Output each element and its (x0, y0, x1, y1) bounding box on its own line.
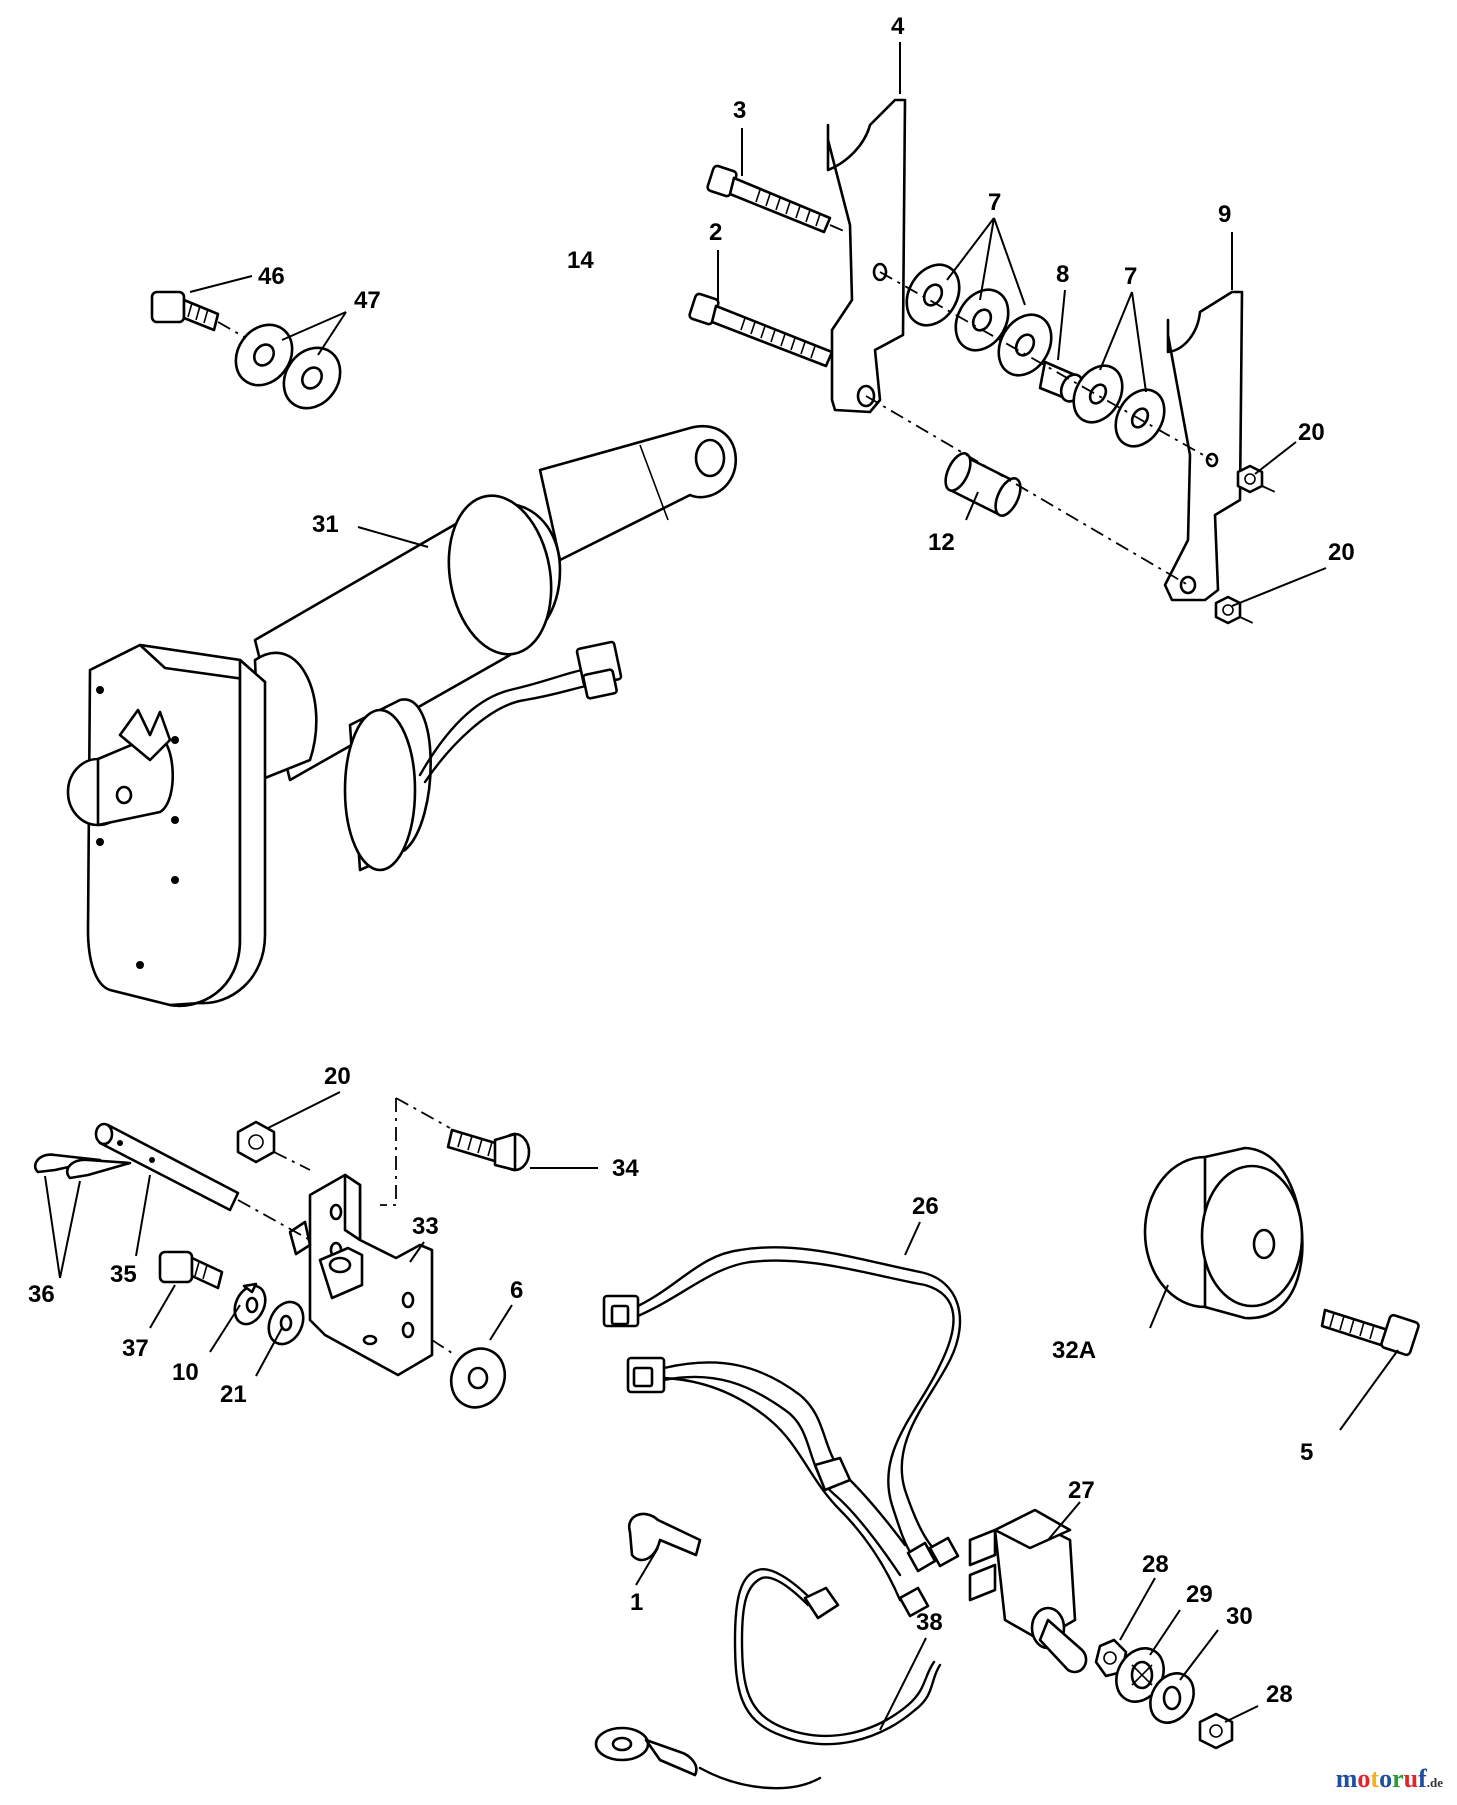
callout-10: 10 (172, 1359, 199, 1386)
wire-harness-26 (602, 1246, 962, 1618)
washer-30 (1149, 1672, 1195, 1724)
washer-21 (267, 1300, 305, 1346)
washers-47 (234, 323, 342, 410)
linear-actuator-31 (66, 425, 738, 1008)
callout-34: 34 (612, 1155, 639, 1182)
toggle-switch-27 (968, 1508, 1088, 1674)
cotter-pins-36 (33, 1153, 132, 1180)
watermark-letter: m (1335, 1764, 1358, 1793)
callout-29: 29 (1186, 1581, 1213, 1608)
callout-30: 30 (1226, 1603, 1253, 1630)
watermark-letter: f (1418, 1764, 1427, 1793)
callout-14: 14 (567, 247, 594, 274)
nut-20-upper (1236, 464, 1264, 494)
watermark-letter: u (1403, 1764, 1419, 1793)
callout-35: 35 (110, 1261, 137, 1288)
callout-20: 20 (1298, 419, 1325, 446)
callout-27: 27 (1068, 1477, 1095, 1504)
centerline-bolt-3 (829, 224, 847, 233)
knob-32a (1143, 1146, 1304, 1320)
spacer-8 (1038, 360, 1085, 403)
callout-8: 8 (1056, 261, 1069, 288)
bolt-34 (446, 1128, 531, 1172)
callout-20: 20 (324, 1063, 351, 1090)
callout-20: 20 (1328, 539, 1355, 566)
nut-20-lower (1214, 595, 1242, 625)
bolt-3 (706, 164, 832, 234)
centerline-bolt-46 (217, 321, 247, 339)
callout-6: 6 (510, 1277, 523, 1304)
callout-3: 3 (733, 97, 746, 124)
bolt-37 (158, 1250, 224, 1290)
callout-26: 26 (912, 1193, 939, 1220)
callout-labels: 4 3 7 9 14 2 8 7 46 47 20 31 12 20 20 34… (28, 13, 1355, 1708)
callout-33: 33 (412, 1213, 439, 1240)
watermark-letter: o (1379, 1764, 1393, 1793)
clip-1 (627, 1512, 702, 1562)
callout-12: 12 (928, 529, 955, 556)
bracket-9-hole-lower (1179, 575, 1197, 595)
watermark-letter: o (1357, 1764, 1371, 1793)
callout-47: 47 (354, 287, 381, 314)
callout-46: 46 (258, 263, 285, 290)
callout-28: 28 (1266, 1681, 1293, 1708)
callout-2: 2 (709, 219, 722, 246)
watermark-suffix: .de (1426, 1775, 1443, 1790)
callout-38: 38 (916, 1609, 943, 1636)
callout-32a: 32A (1052, 1337, 1096, 1364)
bracket-9 (1163, 290, 1244, 602)
callout-28: 28 (1142, 1551, 1169, 1578)
centerline-washers (879, 271, 1213, 461)
washers-7-left (905, 263, 1053, 377)
bracket-4 (826, 98, 907, 414)
callout-7: 7 (1124, 263, 1137, 290)
leader-lines (44, 42, 1399, 1731)
bolt-46 (150, 290, 220, 332)
lockwasher-10 (233, 1282, 267, 1326)
callout-4: 4 (891, 13, 905, 40)
pin-35 (94, 1122, 240, 1212)
watermark-logo: motoruf.de (1336, 1764, 1443, 1794)
watermark-letter: r (1392, 1764, 1404, 1793)
callout-7: 7 (988, 189, 1001, 216)
callout-37: 37 (122, 1335, 149, 1362)
centerline-nuts (1239, 485, 1276, 625)
callout-5: 5 (1300, 1439, 1313, 1466)
callout-31: 31 (312, 511, 339, 538)
washers-7-right (1072, 364, 1166, 448)
callout-1: 1 (630, 1589, 643, 1616)
washer-6 (449, 1347, 507, 1409)
bracket-33 (288, 1173, 434, 1377)
spacer-12 (944, 452, 1022, 517)
ground-wire-38 (594, 1568, 942, 1790)
callout-21: 21 (220, 1381, 247, 1408)
callout-9: 9 (1218, 201, 1231, 228)
lockwasher-29 (1115, 1647, 1165, 1703)
callout-36: 36 (28, 1281, 55, 1308)
bolt-5 (1320, 1308, 1420, 1357)
watermark-letter: t (1370, 1764, 1380, 1793)
centerline-bolt-2 (865, 395, 1189, 586)
bolt-2 (688, 292, 834, 368)
centerline-bracket-pin (237, 1097, 456, 1356)
nut-28-b (1198, 1712, 1234, 1750)
